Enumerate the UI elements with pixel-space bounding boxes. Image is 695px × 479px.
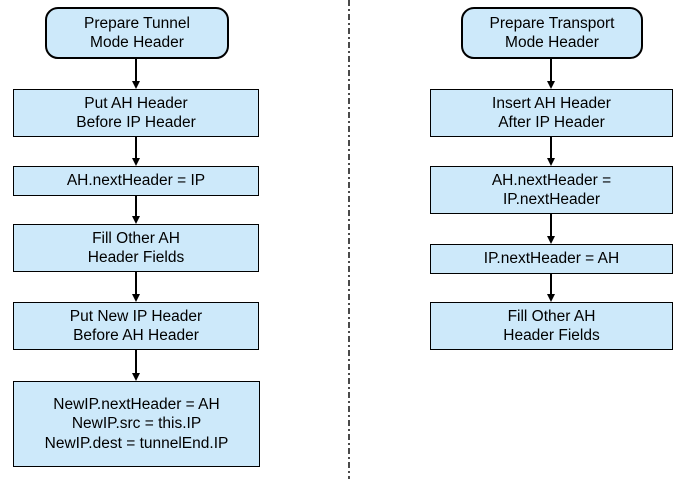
flow-node-label: IP.nextHeader = AH <box>483 250 620 268</box>
flow-node-fill-other-ah-tunnel: Fill Other AH Header Fields <box>13 224 259 272</box>
flow-node-label: Prepare Tunnel Mode Header <box>84 14 190 52</box>
arrow-down-icon <box>130 272 142 302</box>
arrow-down-icon <box>545 214 557 244</box>
flow-node-label: Put New IP Header Before AH Header <box>69 307 203 345</box>
flow-node-ip-nextheader-ah: IP.nextHeader = AH <box>430 244 673 274</box>
flow-node-label: Insert AH Header After IP Header <box>492 94 611 132</box>
section-divider <box>348 0 350 479</box>
flow-node-put-ah-before-ip: Put AH Header Before IP Header <box>13 89 259 137</box>
flow-node-prepare-transport: Prepare Transport Mode Header <box>461 7 643 59</box>
arrow-down-icon <box>130 137 142 166</box>
flow-node-label: Prepare Transport Mode Header <box>489 14 615 52</box>
flow-node-fill-other-ah-transport: Fill Other AH Header Fields <box>430 302 673 350</box>
arrow-down-icon <box>130 350 142 381</box>
flow-node-put-new-ip-header: Put New IP Header Before AH Header <box>13 302 259 350</box>
flow-node-prepare-tunnel: Prepare Tunnel Mode Header <box>45 7 229 59</box>
flow-node-newip-assignments: NewIP.nextHeader = AH NewIP.src = this.I… <box>13 381 260 467</box>
flow-node-label: NewIP.nextHeader = AH NewIP.src = this.I… <box>44 395 229 452</box>
flow-node-label: Fill Other AH Header Fields <box>503 307 600 345</box>
flow-node-label: AH.nextHeader = IP <box>66 172 206 190</box>
flow-node-ah-nextheader-ip-nextheader: AH.nextHeader = IP.nextHeader <box>430 166 673 214</box>
flow-node-label: Fill Other AH Header Fields <box>87 229 185 267</box>
arrow-down-icon <box>130 59 142 89</box>
flow-node-insert-ah-after-ip: Insert AH Header After IP Header <box>430 89 673 137</box>
arrow-down-icon <box>545 274 557 302</box>
arrow-down-icon <box>545 137 557 166</box>
flow-node-label: Put AH Header Before IP Header <box>76 94 196 132</box>
flow-node-ah-nextheader-ip: AH.nextHeader = IP <box>13 166 259 196</box>
flow-node-label: AH.nextHeader = IP.nextHeader <box>491 171 612 209</box>
arrow-down-icon <box>545 59 557 89</box>
arrow-down-icon <box>130 196 142 224</box>
